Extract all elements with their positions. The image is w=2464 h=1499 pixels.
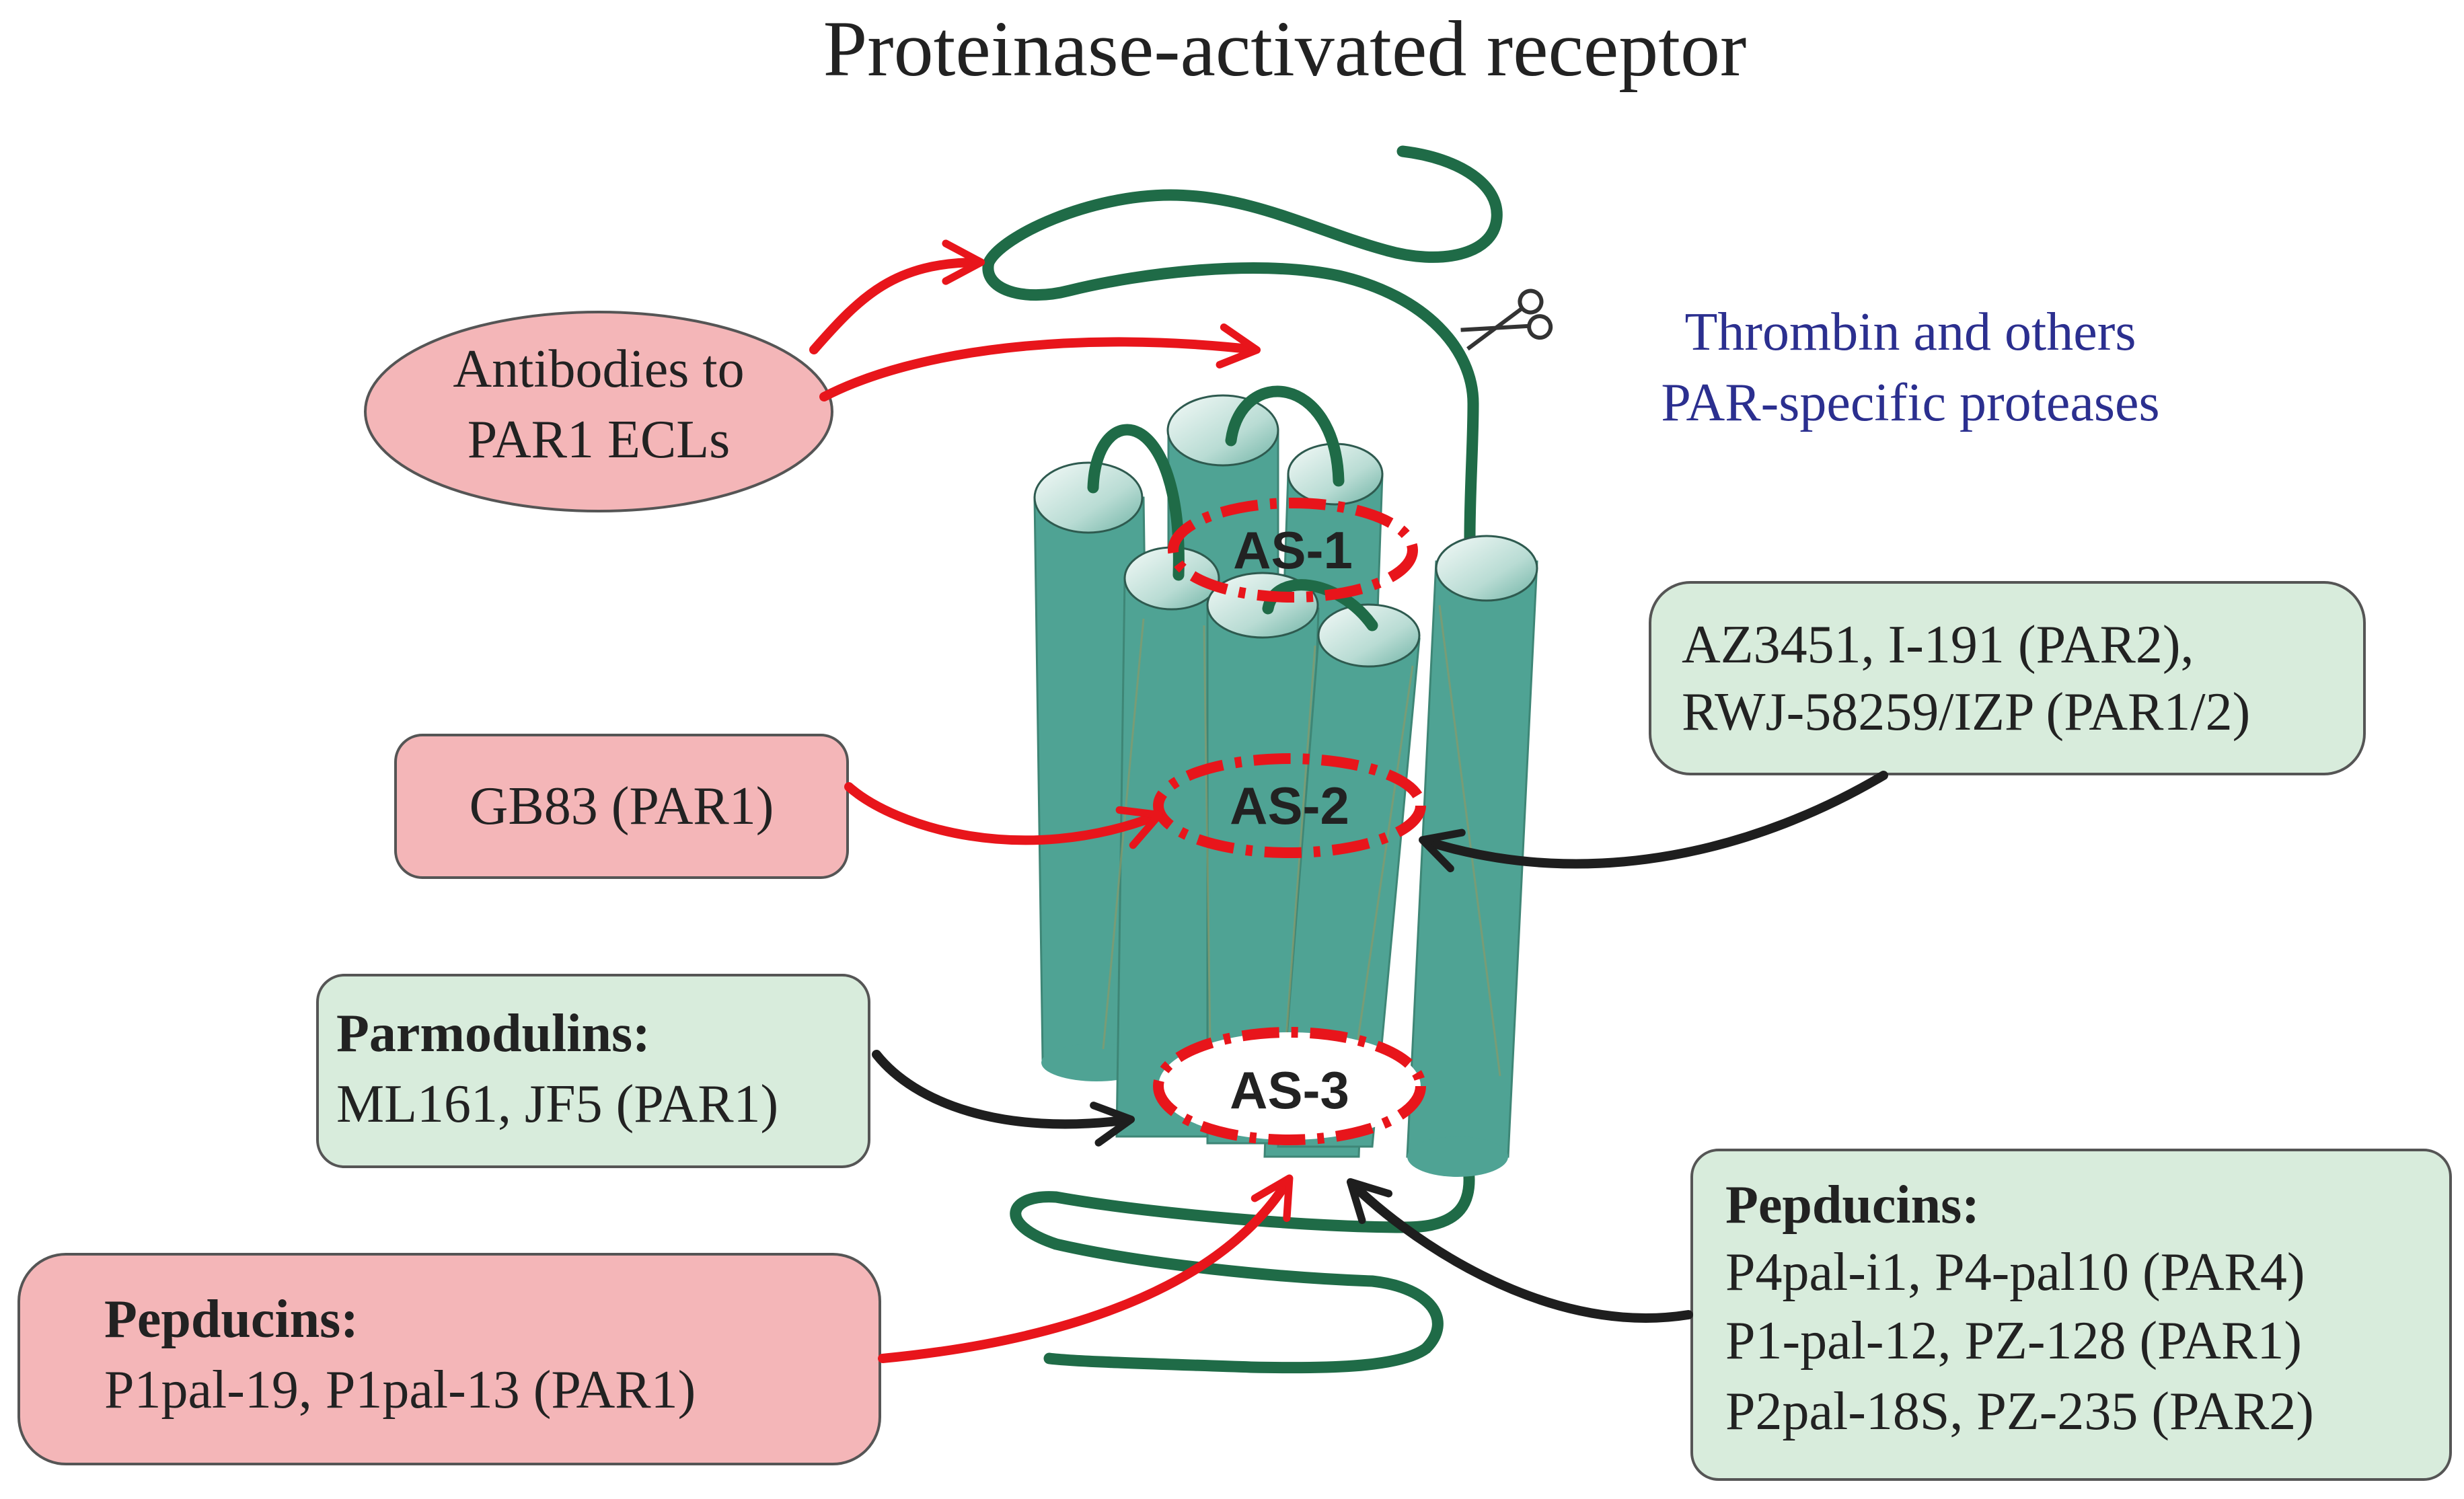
- scissors-icon: [1460, 289, 1553, 351]
- receptor-helix-bundle: [1033, 394, 1538, 1177]
- arrow-pepducins-left-as3: [878, 1174, 1294, 1363]
- helix-cap-right: [1435, 535, 1538, 602]
- binding-site-as3: AS-3: [1153, 1027, 1426, 1145]
- arrow-gb83-as2: [844, 782, 1163, 849]
- helix-cap-front-3: [1317, 603, 1421, 668]
- diagram-title: Proteinase-activated receptor: [823, 5, 1747, 93]
- n-terminal-loop: [982, 145, 1503, 544]
- pepducins-right-line-1: P4pal-i1, P4-pal10 (PAR4): [1725, 1243, 2305, 1302]
- as1-label: AS-1: [1233, 521, 1353, 580]
- pepducins-right-heading: Pepducins:: [1725, 1176, 1980, 1235]
- arrows: [809, 239, 1888, 1363]
- pepducins-right-line-2: P1-pal-12, PZ-128 (PAR1): [1725, 1311, 2302, 1371]
- binding-site-as1: AS-1: [1168, 498, 1418, 603]
- helix-right-bottom: [1407, 1137, 1508, 1177]
- parmodulins-line-1: ML161, JF5 (PAR1): [336, 1075, 778, 1134]
- gb83-box: GB83 (PAR1): [394, 734, 849, 879]
- antibodies-line-1: Antibodies to: [453, 340, 744, 399]
- arrow-pepducins-right-as3: [1346, 1178, 1693, 1323]
- pepducins-left-line-1: P1pal-19, P1pal-13 (PAR1): [104, 1360, 696, 1420]
- protease-line-2: PAR-specific proteases: [1661, 373, 2159, 432]
- gb83-line-1: GB83 (PAR1): [470, 777, 774, 836]
- pepducins-right-line-3: P2pal-18S, PZ-235 (PAR2): [1725, 1382, 2314, 1441]
- as2-label: AS-2: [1230, 776, 1349, 835]
- helix-cap-back-1: [1166, 394, 1279, 467]
- arrow-antibodies-ecl-1: [809, 239, 985, 354]
- helix-cap-left: [1033, 461, 1144, 534]
- as3-label: AS-3: [1230, 1061, 1349, 1120]
- intracellular-loop: [1010, 1151, 1475, 1374]
- parmodulins-box: Parmodulins: ML161, JF5 (PAR1): [316, 974, 870, 1168]
- arrow-az3451-as2: [1419, 771, 1888, 873]
- pepducins-left-heading: Pepducins:: [104, 1290, 359, 1349]
- az3451-box: AZ3451, I-191 (PAR2), RWJ-58259/IZP (PAR…: [1649, 581, 2366, 775]
- parmodulins-heading: Parmodulins:: [336, 1004, 650, 1063]
- arrow-antibodies-ecl-2: [819, 323, 1261, 401]
- protease-line-1: Thrombin and others: [1685, 303, 2136, 362]
- pepducins-right-box: Pepducins: P4pal-i1, P4-pal10 (PAR4) P1-…: [1690, 1149, 2452, 1481]
- pepducins-left-box: Pepducins: P1pal-19, P1pal-13 (PAR1): [17, 1253, 881, 1465]
- az3451-line-1: AZ3451, I-191 (PAR2),: [1682, 615, 2194, 675]
- binding-site-as2: AS-2: [1153, 753, 1426, 858]
- az3451-line-2: RWJ-58259/IZP (PAR1/2): [1682, 683, 2250, 742]
- antibodies-box: Antibodies to PAR1 ECLs: [364, 311, 833, 512]
- antibodies-line-2: PAR1 ECLs: [468, 410, 731, 469]
- arrow-parmodulins-as3: [872, 1050, 1135, 1147]
